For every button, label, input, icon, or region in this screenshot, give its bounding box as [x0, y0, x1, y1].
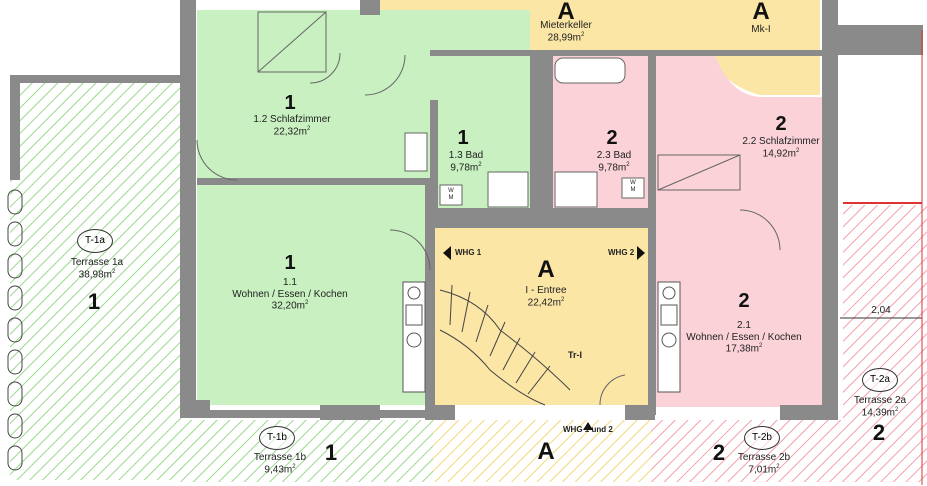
bad-1-area: 9,78m	[450, 161, 479, 173]
room-wohnen-1	[197, 185, 430, 405]
whg1-label: WHG 1	[455, 248, 482, 257]
mk-unit: A	[752, 0, 770, 25]
t2b-area: 7,01m	[748, 463, 777, 475]
entree-sup: 2	[561, 296, 565, 303]
room-schlafzimmer-2	[653, 55, 822, 210]
t2b-sup: 2	[776, 463, 780, 470]
t2a-label: Terrasse 2a 14,39m2	[854, 395, 906, 418]
wohnen-1-sup: 2	[305, 300, 309, 306]
entree-name: I - Entree	[525, 285, 567, 296]
stair-label: Tr-I	[568, 350, 583, 360]
schlafzimmer-2-label: 2.2 Schlafzimmer 14,92m2	[742, 136, 819, 159]
terrace-1b	[180, 420, 433, 482]
schlafzimmer-1-label: 1.2 Schlafzimmer 22,32m2	[253, 114, 330, 137]
schlafzimmer-1-area: 22,32m	[273, 125, 307, 137]
t2a-area: 14,39m	[861, 406, 895, 418]
t1a-name: Terrasse 1a	[70, 257, 124, 268]
t1a-label: Terrasse 1a 38,98m2	[71, 257, 123, 280]
bad-2-unit: 2	[606, 127, 618, 149]
t1b-label: Terrasse 1b 9,43m2	[254, 452, 306, 475]
wohnen-1-label: 1.1 Wohnen / Essen / Kochen 32,20m2	[232, 277, 347, 312]
t2a-badge: T-2a	[862, 368, 898, 392]
wohnen-2-name: Wohnen / Essen / Kochen	[686, 331, 802, 343]
t1b-badge: T-1b	[259, 426, 295, 450]
schlafzimmer-2-unit: 2	[775, 113, 787, 135]
entrance-arrow-icon	[583, 422, 593, 430]
wohnen-2-sup: 2	[759, 343, 763, 349]
schlafzimmer-2-name: 2.2 Schlafzimmer	[742, 136, 820, 147]
terrace-entrance	[433, 420, 651, 482]
wohnen-1-num: 1.1	[283, 277, 297, 288]
wohnen-2-num: 2.1	[737, 320, 751, 331]
mieterkeller-label: Mieterkeller 28,99m2	[540, 20, 592, 43]
entree-area: 22,42m	[527, 296, 562, 308]
entrance-terrace-unit: A	[537, 438, 555, 465]
wohnen-1-area: 32,20m	[271, 300, 306, 312]
bad-2-sup: 2	[626, 161, 630, 168]
room-wohnen-2	[653, 210, 823, 407]
kitchen-1	[402, 281, 426, 393]
t2a-sup: 2	[895, 406, 899, 413]
schlafzimmer-2-sup: 2	[796, 147, 800, 154]
door-arcs	[196, 52, 781, 406]
t1a-area: 38,98m	[78, 268, 112, 280]
terrace-1a	[10, 75, 182, 480]
t2b-badge: T-2b	[744, 426, 780, 450]
t1b-sup: 2	[292, 463, 296, 470]
t2b-unit: 2	[712, 440, 726, 465]
mieterkeller-name: Mieterkeller	[540, 20, 592, 31]
t2a-name: Terrasse 2a	[853, 395, 907, 406]
bad-1-name: 1.3 Bad	[448, 150, 484, 161]
whg12-label: WHG 1 und 2	[563, 425, 613, 434]
whg1-arrow-icon	[443, 246, 451, 260]
bad-1-sup: 2	[478, 161, 482, 168]
t2b-label: Terrasse 2b 7,01m2	[738, 452, 790, 475]
whg2-arrow-icon	[637, 246, 645, 260]
terrace-edge	[7, 189, 23, 471]
wohnen-1-name: Wohnen / Essen / Kochen	[232, 288, 348, 300]
mk-label: Mk-I	[751, 24, 771, 35]
terrace-2a	[843, 205, 927, 482]
t2a-unit: 2	[872, 420, 886, 445]
t2b-name: Terrasse 2b	[737, 452, 791, 463]
schlafzimmer-1-sup: 2	[307, 125, 311, 132]
t1b-name: Terrasse 1b	[253, 452, 307, 463]
wm-2-label: W M	[630, 180, 636, 193]
t1a-unit: 1	[87, 289, 101, 314]
wohnen-2-label: 2.1 Wohnen / Essen / Kochen 17,38m2	[686, 320, 801, 355]
wm-1-label: W M	[448, 188, 454, 201]
dimension-label: 2,04	[871, 305, 891, 316]
entree-unit: A	[537, 256, 555, 283]
staircase	[439, 284, 571, 406]
schlafzimmer-1-unit: 1	[284, 92, 296, 114]
bathroom-fixtures	[404, 57, 645, 208]
wohnen-2-unit: 2	[738, 290, 750, 312]
entree-label: I - Entree 22,42m2	[525, 285, 566, 308]
room-mk	[700, 0, 820, 95]
bad-2-label: 2.3 Bad 9,78m2	[597, 150, 631, 173]
t1b-unit: 1	[324, 440, 338, 465]
walls	[10, 0, 923, 420]
bad-2-name: 2.3 Bad	[596, 150, 632, 161]
mieterkeller-unit: A	[557, 0, 575, 25]
mieterkeller-area: 28,99m	[547, 31, 581, 43]
bad-2-area: 9,78m	[598, 161, 627, 173]
whg2-label: WHG 2	[608, 248, 635, 257]
wardrobe	[257, 11, 741, 191]
wohnen-1-unit: 1	[284, 252, 296, 274]
bad-1-unit: 1	[457, 127, 469, 149]
schlafzimmer-1-name: 1.2 Schlafzimmer	[253, 114, 331, 125]
t1a-badge: T-1a	[77, 229, 113, 253]
t1b-area: 9,43m	[264, 463, 293, 475]
bad-1-label: 1.3 Bad 9,78m2	[449, 150, 483, 173]
schlafzimmer-2-area: 14,92m	[762, 147, 796, 159]
wohnen-2-area: 17,38m	[725, 343, 760, 355]
kitchen-2	[657, 281, 681, 393]
mieterkeller-sup: 2	[581, 31, 585, 38]
t1a-sup: 2	[112, 268, 116, 275]
